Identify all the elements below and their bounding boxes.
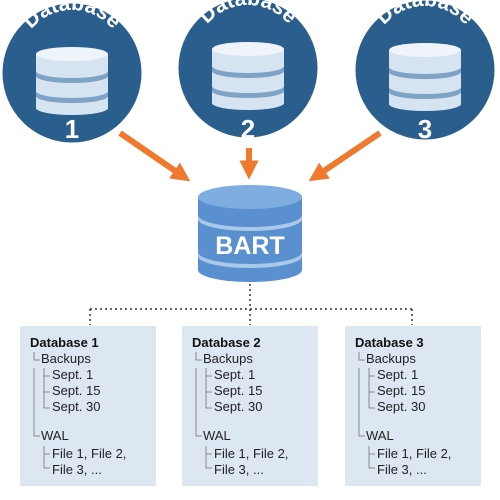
panel-database-1: Database 1 Backups Sept. 1 Sept. 15 Sept… bbox=[20, 326, 156, 486]
arrow-db1-to-bart bbox=[118, 130, 191, 182]
source-database-3: Database 3 bbox=[352, 0, 498, 144]
arrow-db3-to-bart bbox=[308, 130, 382, 182]
source-database-3-number: 3 bbox=[418, 114, 432, 144]
panel-database-2: Database 2 Backups Sept. 1 Sept. 15 Sept… bbox=[182, 326, 318, 486]
source-database-2-number: 2 bbox=[241, 114, 255, 144]
database-cylinder-icon bbox=[389, 43, 461, 111]
panel-title: Database 3 bbox=[355, 335, 424, 350]
wal-files: File 3, ... bbox=[377, 462, 427, 477]
panel-background bbox=[20, 326, 156, 486]
source-database-2: Database 2 bbox=[175, 0, 321, 144]
database-cylinder-icon bbox=[212, 42, 284, 110]
backups-label: Backups bbox=[203, 351, 253, 366]
wal-label: WAL bbox=[41, 428, 69, 443]
bart-server: BART bbox=[198, 185, 302, 282]
database-cylinder-icon bbox=[36, 47, 108, 115]
backup-item: Sept. 1 bbox=[377, 367, 418, 382]
wal-label: WAL bbox=[203, 428, 231, 443]
backup-item: Sept. 15 bbox=[214, 383, 262, 398]
backup-item: Sept. 1 bbox=[214, 367, 255, 382]
wal-files: File 1, File 2, bbox=[377, 446, 451, 461]
wal-files: File 3, ... bbox=[52, 462, 102, 477]
source-database-1: Database 1 bbox=[0, 0, 145, 146]
panel-database-3: Database 3 Backups Sept. 1 Sept. 15 Sept… bbox=[345, 326, 481, 486]
panel-background bbox=[345, 326, 481, 486]
backups-label: Backups bbox=[366, 351, 416, 366]
backup-item: Sept. 30 bbox=[52, 399, 100, 414]
backup-item: Sept. 15 bbox=[52, 383, 100, 398]
wal-files: File 1, File 2, bbox=[52, 446, 126, 461]
wal-files: File 3, ... bbox=[214, 462, 264, 477]
panel-title: Database 2 bbox=[192, 335, 261, 350]
backup-item: Sept. 30 bbox=[214, 399, 262, 414]
bart-label: BART bbox=[215, 232, 284, 260]
panel-title: Database 1 bbox=[30, 335, 99, 350]
wal-label: WAL bbox=[366, 428, 394, 443]
backup-item: Sept. 1 bbox=[52, 367, 93, 382]
backup-item: Sept. 30 bbox=[377, 399, 425, 414]
backups-label: Backups bbox=[41, 351, 91, 366]
wal-files: File 1, File 2, bbox=[214, 446, 288, 461]
source-database-1-number: 1 bbox=[65, 114, 79, 144]
dotted-connector bbox=[89, 284, 413, 325]
backup-item: Sept. 15 bbox=[377, 383, 425, 398]
panel-background bbox=[182, 326, 318, 486]
